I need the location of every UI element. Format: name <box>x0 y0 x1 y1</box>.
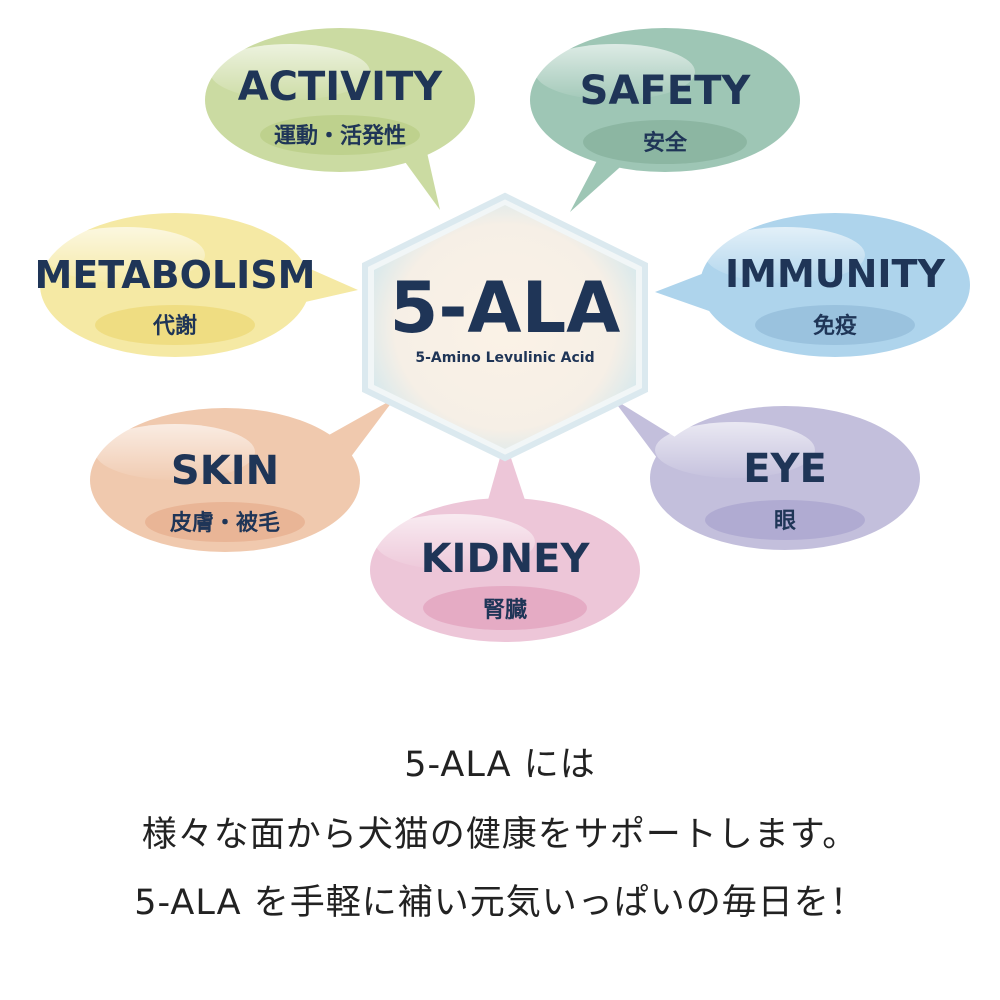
bubble-safety: SAFETY 安全 <box>530 28 800 212</box>
bubble-jp-label: 代謝 <box>152 313 197 339</box>
bubble-skin: SKIN 皮膚・被毛 <box>90 398 395 552</box>
bubble-immunity: IMMUNITY 免疫 <box>655 213 970 357</box>
center-subtitle: 5-Amino Levulinic Acid <box>415 350 594 366</box>
bubble-en-label: SAFETY <box>580 68 752 114</box>
bubble-activity: ACTIVITY 運動・活発性 <box>205 28 475 210</box>
center-hexagon: 5-ALA 5-Amino Levulinic Acid <box>362 192 648 462</box>
bubble-jp-label: 安全 <box>643 130 688 156</box>
center-title: 5-ALA <box>390 267 621 349</box>
bubble-eye: EYE 眼 <box>612 398 920 550</box>
bubble-en-label: METABOLISM <box>35 253 316 297</box>
bubble-kidney: KIDNEY 腎臓 <box>370 440 640 642</box>
bubble-en-label: IMMUNITY <box>725 252 945 296</box>
bubble-jp-label: 眼 <box>774 509 796 534</box>
bubble-jp-label: 腎臓 <box>483 598 527 623</box>
bubble-metabolism: METABOLISM 代謝 <box>35 213 358 357</box>
caption-line-2: 様々な面から犬猫の健康をサポートします。 <box>141 815 859 855</box>
bubble-jp-label: 免疫 <box>813 313 857 339</box>
bubble-en-label: KIDNEY <box>421 536 591 582</box>
bubble-jp-label: 運動・活発性 <box>274 124 406 149</box>
caption-line-1: 5-ALA には <box>404 745 596 785</box>
benefits-diagram: ACTIVITY 運動・活発性 SAFETY 安全 METABOLISM 代謝 … <box>35 28 970 642</box>
bubble-en-label: SKIN <box>171 448 279 494</box>
bubble-en-label: ACTIVITY <box>238 64 444 110</box>
bubble-jp-label: 皮膚・被毛 <box>170 510 280 536</box>
bubble-en-label: EYE <box>743 446 827 492</box>
caption-line-3: 5-ALA を手軽に補い元気いっぱいの毎日を！ <box>134 883 866 923</box>
